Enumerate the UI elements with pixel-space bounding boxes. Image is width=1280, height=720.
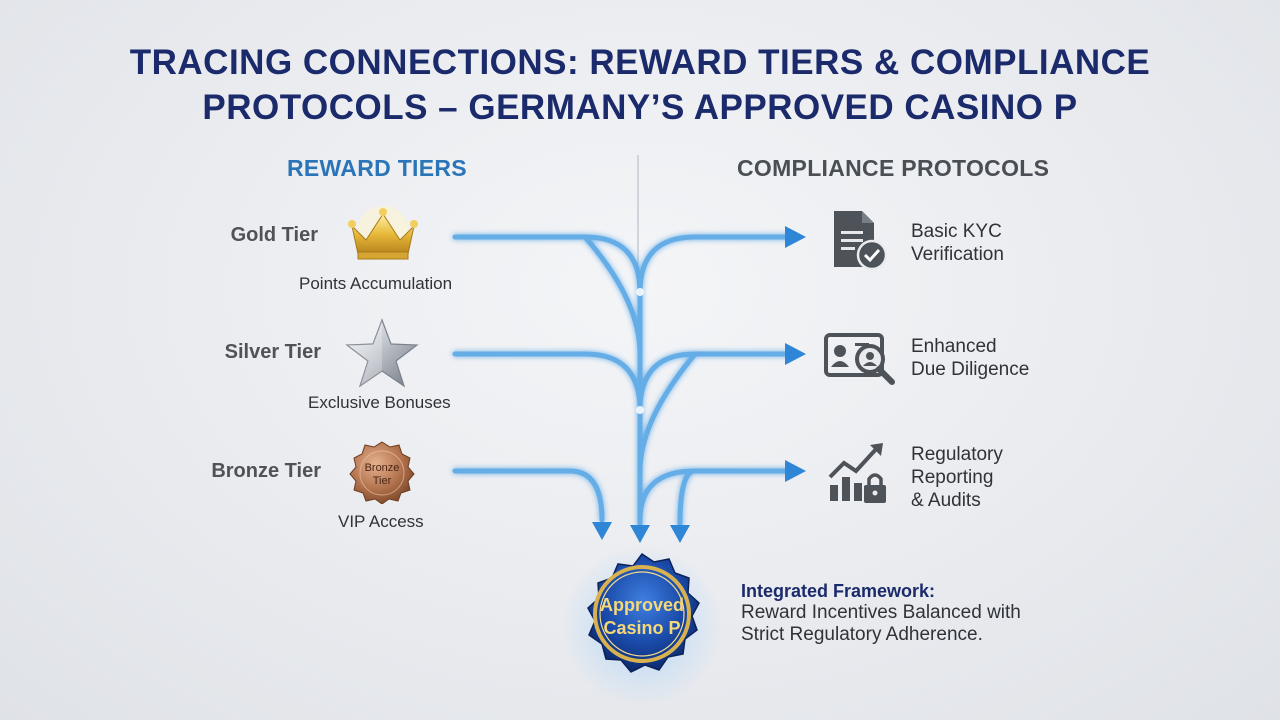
protocol-kyc-line-1: Basic KYC xyxy=(911,221,1002,242)
protocol-kyc: Basic KYC Verification xyxy=(911,220,1004,266)
page-title: TRACING CONNECTIONS: REWARD TIERS & COMP… xyxy=(0,40,1280,130)
id-search-icon xyxy=(824,333,895,385)
framework-heading: Integrated Framework: xyxy=(741,581,936,601)
chart-lock-icon xyxy=(828,443,886,503)
integrated-framework: Integrated Framework: Reward Incentives … xyxy=(741,580,1021,646)
protocol-reporting: Regulatory Reporting & Audits xyxy=(911,443,1003,512)
tier-subtitle-silver: Exclusive Bonuses xyxy=(308,393,451,412)
protocol-edd-line-2: Due Diligence xyxy=(911,359,1030,380)
arrowhead-edd xyxy=(785,343,806,365)
kyc-connector xyxy=(637,234,793,295)
arrowhead-down-left xyxy=(592,522,612,540)
reporting-connector xyxy=(637,468,793,523)
crown-icon xyxy=(348,206,418,260)
bronze-badge-line-1: Bronze xyxy=(365,462,400,474)
protocol-edd: Enhanced Due Diligence xyxy=(911,335,1029,381)
tier-name-silver: Silver Tier xyxy=(224,341,321,363)
bronze-badge-line-2: Tier xyxy=(373,475,392,487)
right-drop xyxy=(677,468,698,528)
title-line-2: PROTOCOLS – GERMANY’S APPROVED CASINO P xyxy=(202,88,1078,127)
tier-subtitle-bronze: VIP Access xyxy=(338,512,424,531)
gold-connector xyxy=(452,234,643,295)
tier-name-bronze: Bronze Tier xyxy=(211,460,321,482)
protocol-edd-line-1: Enhanced xyxy=(911,336,997,357)
protocol-reporting-line-1: Regulatory xyxy=(911,444,1003,465)
framework-line-2: Strict Regulatory Adherence. xyxy=(741,624,983,645)
arrowhead-down-right xyxy=(670,525,690,543)
protocol-kyc-line-2: Verification xyxy=(911,244,1004,265)
silver-connector xyxy=(452,351,643,413)
tier-name-gold: Gold Tier xyxy=(230,224,318,246)
protocol-reporting-line-3: & Audits xyxy=(911,490,981,511)
arrowhead-reporting xyxy=(785,460,806,482)
seal-line-1: Approved xyxy=(600,595,684,615)
bronze-seal-icon: Bronze Tier xyxy=(349,441,415,504)
bronze-connector xyxy=(452,468,605,523)
seal-line-2: Casino P xyxy=(603,618,680,638)
arrowhead-kyc xyxy=(785,226,806,248)
approved-casino-seal: Approved Casino P xyxy=(562,546,722,706)
document-check-icon xyxy=(834,211,888,271)
tier-subtitle-gold: Points Accumulation xyxy=(299,274,453,293)
title-line-1: TRACING CONNECTIONS: REWARD TIERS & COMP… xyxy=(129,43,1151,82)
reward-tiers-heading: REWARD TIERS xyxy=(287,155,467,181)
protocol-reporting-line-2: Reporting xyxy=(911,467,994,488)
arrowhead-down-center xyxy=(630,525,650,543)
compliance-protocols-heading: COMPLIANCE PROTOCOLS xyxy=(737,155,1050,181)
framework-line-1: Reward Incentives Balanced with xyxy=(741,602,1021,623)
star-icon xyxy=(345,318,419,388)
